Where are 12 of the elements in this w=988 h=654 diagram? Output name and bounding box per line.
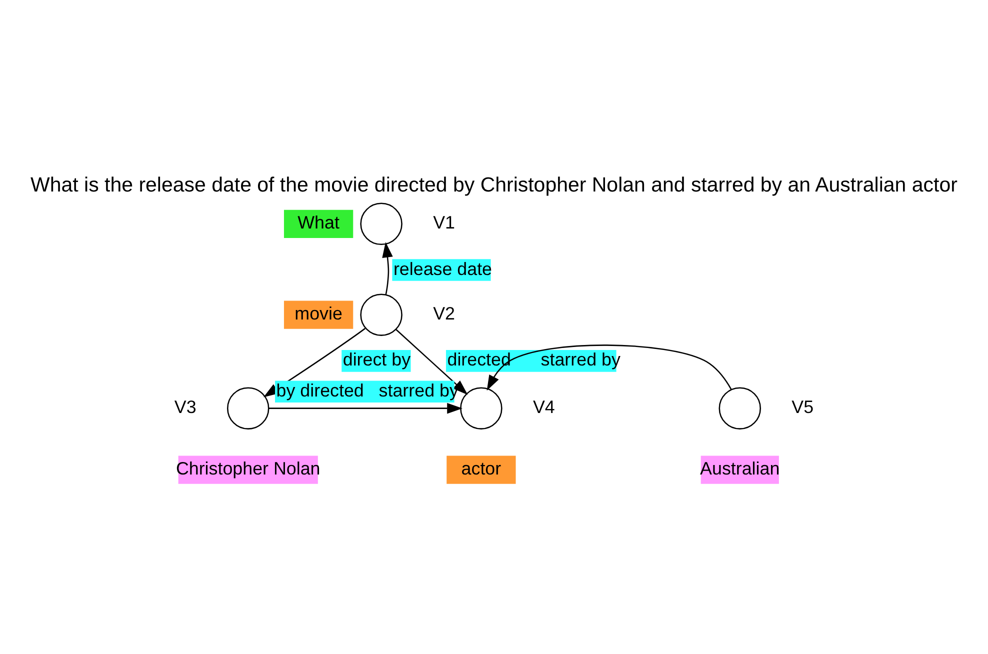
node-label: V3	[174, 397, 196, 418]
node-label: Australian	[700, 458, 780, 479]
node-label: Christopher Nolan	[176, 458, 320, 479]
node-label: V2	[433, 304, 456, 324]
node-label: V5	[792, 397, 814, 418]
node-label: movie	[294, 304, 342, 324]
node-label: V4	[532, 397, 555, 418]
diagram-title: What is the release date of the movie directed by Christopher Nolan and starred by an Australian actor	[30, 174, 958, 197]
node-label: V1	[433, 212, 456, 233]
edge-label: direct by	[342, 350, 411, 370]
node-label: actor	[461, 458, 502, 479]
node-label: What	[298, 212, 340, 233]
